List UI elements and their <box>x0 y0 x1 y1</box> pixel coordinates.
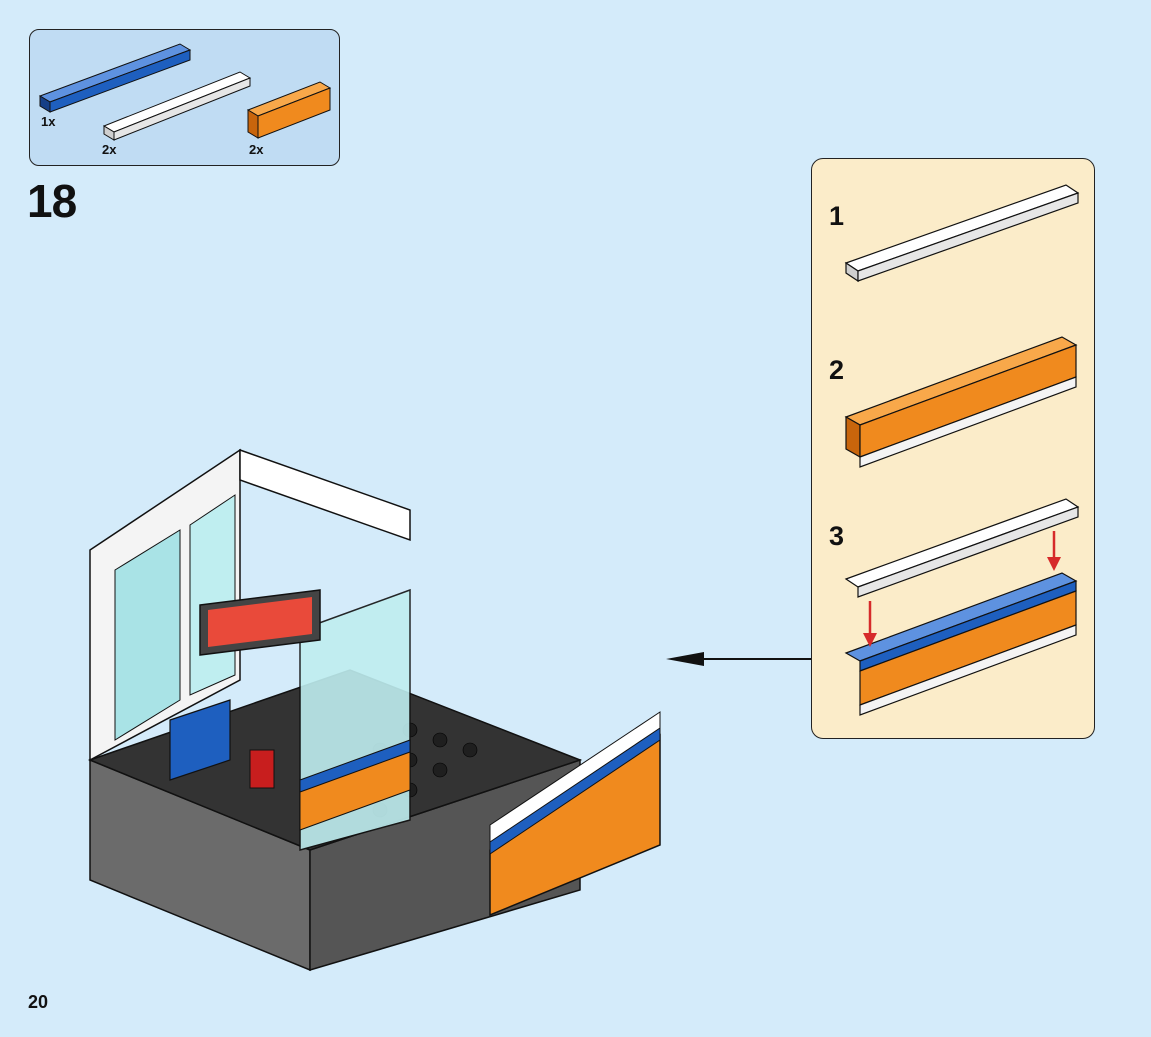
part-white-plate <box>102 71 252 141</box>
substep-label-1: 1 <box>829 201 845 231</box>
substep-1-white-plate <box>844 184 1080 283</box>
substep-3-white-plate <box>844 498 1080 598</box>
callout-arrow-icon <box>666 652 812 666</box>
step-number: 18 <box>27 175 77 227</box>
part-qty-white: 2x <box>102 142 117 157</box>
part-blue-plate <box>38 43 192 113</box>
part-orange-brick <box>246 81 332 139</box>
parts-illustration <box>38 43 332 141</box>
substep-label-3: 3 <box>829 521 845 551</box>
down-arrow-icon <box>863 531 1061 647</box>
substep-2-orange-bricks <box>844 336 1078 468</box>
part-qty-blue: 1x <box>41 114 56 129</box>
sub-assembly-panel: 1 2 3 <box>811 158 1095 739</box>
sub-assembly-illustration <box>844 184 1080 716</box>
main-model-illustration <box>87 448 661 972</box>
parts-list-box: 1x 2x 2x <box>29 29 340 166</box>
substep-3-blue-orange-stack <box>844 572 1078 716</box>
page-number: 20 <box>28 992 49 1012</box>
part-qty-orange: 2x <box>249 142 264 157</box>
substep-label-2: 2 <box>829 355 845 385</box>
